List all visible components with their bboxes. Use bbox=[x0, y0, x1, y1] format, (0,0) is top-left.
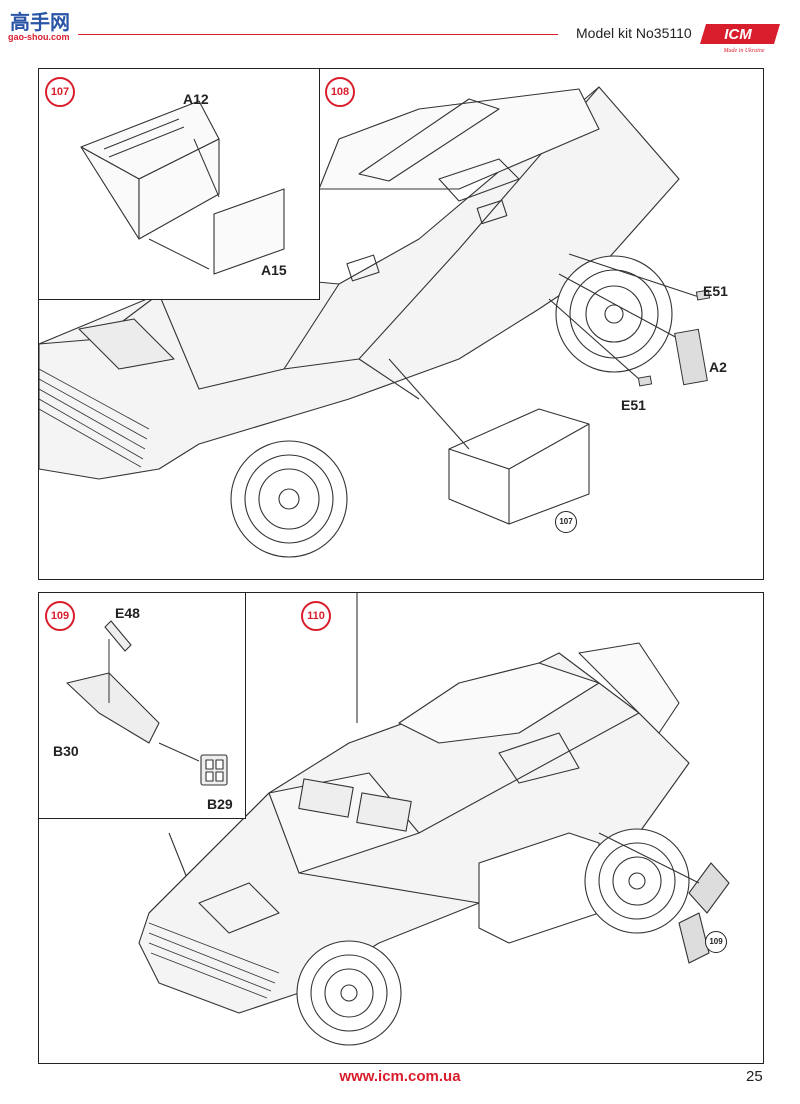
inset-107-drawing bbox=[80, 100, 285, 275]
footer-website-link[interactable]: www.icm.com.ua bbox=[339, 1068, 461, 1085]
watermark-logo-text: 高手网 bbox=[10, 10, 70, 34]
step-number-109: 109 bbox=[45, 601, 75, 631]
model-kit-number: Model kit No35110 bbox=[576, 25, 692, 41]
watermark-logo-sub: gao-shou.com bbox=[8, 32, 70, 42]
step-number-110: 110 bbox=[301, 601, 331, 631]
part-label-e48: E48 bbox=[115, 605, 140, 621]
watermark-logo: 高手网 gao-shou.com bbox=[6, 4, 76, 44]
part-label-b29: B29 bbox=[207, 796, 233, 812]
step-number-108: 108 bbox=[325, 77, 355, 107]
reference-marker-109: 109 bbox=[705, 931, 727, 953]
part-label-e51-bottom: E51 bbox=[621, 397, 646, 413]
part-label-a15: A15 bbox=[261, 262, 287, 278]
inset-step-107: 107 A12 A15 bbox=[39, 69, 320, 300]
bottom-instruction-panel: 109 E48 B30 B29 110 109 bbox=[38, 592, 764, 1064]
icm-logo: ICM Made in Ukraine bbox=[700, 24, 780, 54]
part-label-b30: B30 bbox=[53, 743, 79, 759]
step-number-107: 107 bbox=[45, 77, 75, 107]
vehicle-drawing-step-108 bbox=[39, 86, 711, 558]
inset-109-drawing bbox=[66, 620, 228, 786]
header-rule bbox=[78, 34, 558, 35]
part-label-a2: A2 bbox=[709, 359, 727, 375]
top-instruction-panel: 107 A12 A15 108 E51 A2 E51 107 bbox=[38, 68, 764, 580]
page-number: 25 bbox=[746, 1068, 763, 1085]
inset-step-109: 109 E48 B30 B29 bbox=[39, 593, 246, 819]
part-label-a12: A12 bbox=[183, 91, 209, 107]
part-label-e51-top: E51 bbox=[703, 283, 728, 299]
svg-text:ICM: ICM bbox=[724, 26, 752, 43]
reference-marker-107: 107 bbox=[555, 511, 577, 533]
vehicle-drawing-step-110 bbox=[138, 593, 730, 1046]
svg-text:Made in Ukraine: Made in Ukraine bbox=[723, 48, 765, 54]
